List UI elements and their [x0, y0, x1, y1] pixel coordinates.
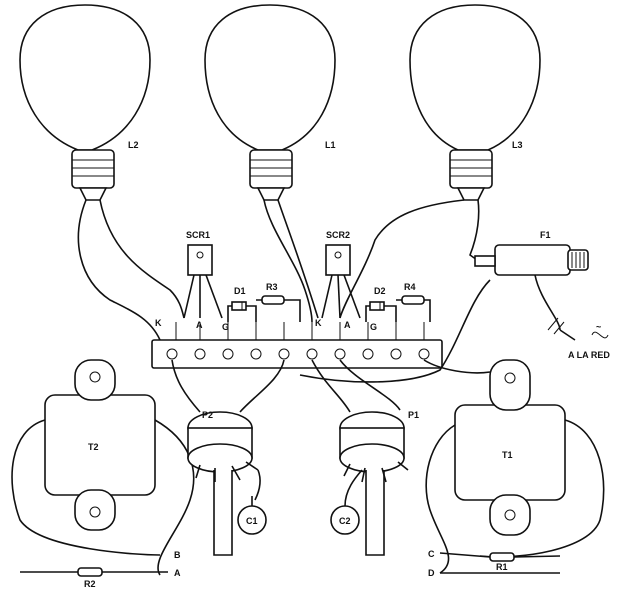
lamp-l3-label: L3 [512, 140, 523, 150]
resistor-r3 [256, 295, 301, 322]
terminal-g1-label: G [222, 322, 229, 332]
lamp-wires [77, 199, 481, 341]
lamp-l1 [204, 4, 336, 201]
terminal-strip [151, 322, 443, 369]
lamp-l3 [409, 4, 541, 201]
capacitor-c1-label: C1 [246, 516, 258, 526]
lamp-l1-label: L1 [325, 140, 336, 150]
potentiometer-p2 [187, 411, 261, 556]
resistor-r4-label: R4 [404, 282, 416, 292]
terminal-k2-label: K [315, 318, 322, 328]
resistor-r2 [20, 567, 168, 577]
lamp-l2-label: L2 [128, 140, 139, 150]
fuse-label: F1 [540, 230, 551, 240]
scr2 [321, 244, 361, 319]
diode-d1-label: D1 [234, 286, 246, 296]
resistor-r4 [396, 295, 431, 322]
diode-d2 [365, 301, 397, 322]
potentiometer-p2-label: P2 [202, 410, 213, 420]
terminal-k1-label: K [155, 318, 162, 328]
terminal-a1-label: A [196, 320, 203, 330]
terminal-a2-label: A [344, 320, 351, 330]
output-b-label: B [174, 550, 181, 560]
scr2-label: SCR2 [326, 230, 350, 240]
potentiometer-p1 [339, 411, 409, 556]
output-a-label: A [174, 568, 181, 578]
lamp-l2 [19, 4, 151, 201]
resistor-r1-label: R1 [496, 562, 508, 572]
diode-d1 [227, 301, 257, 322]
transformer-t1 [425, 359, 605, 574]
resistor-r2-label: R2 [84, 579, 96, 589]
capacitor-c2-label: C2 [339, 516, 351, 526]
scr1-label: SCR1 [186, 230, 210, 240]
potentiometer-p1-label: P1 [408, 410, 419, 420]
control-wires [171, 359, 491, 413]
transformer-t1-label: T1 [502, 450, 513, 460]
mains-label: A LA RED [568, 350, 610, 360]
resistor-r3-label: R3 [266, 282, 278, 292]
output-d-label: D [428, 568, 435, 578]
capacitor-c1 [237, 496, 267, 535]
scr1 [183, 244, 223, 319]
terminal-g2-label: G [370, 322, 377, 332]
fuse-f1 [299, 244, 589, 383]
mains-tilde: ~ [596, 322, 601, 332]
transformer-t2 [11, 359, 195, 576]
diode-d2-label: D2 [374, 286, 386, 296]
mains-plug [547, 317, 609, 341]
resistor-r1 [439, 552, 561, 562]
transformer-t2-label: T2 [88, 442, 99, 452]
capacitor-c2 [330, 469, 363, 535]
output-c-label: C [428, 549, 435, 559]
